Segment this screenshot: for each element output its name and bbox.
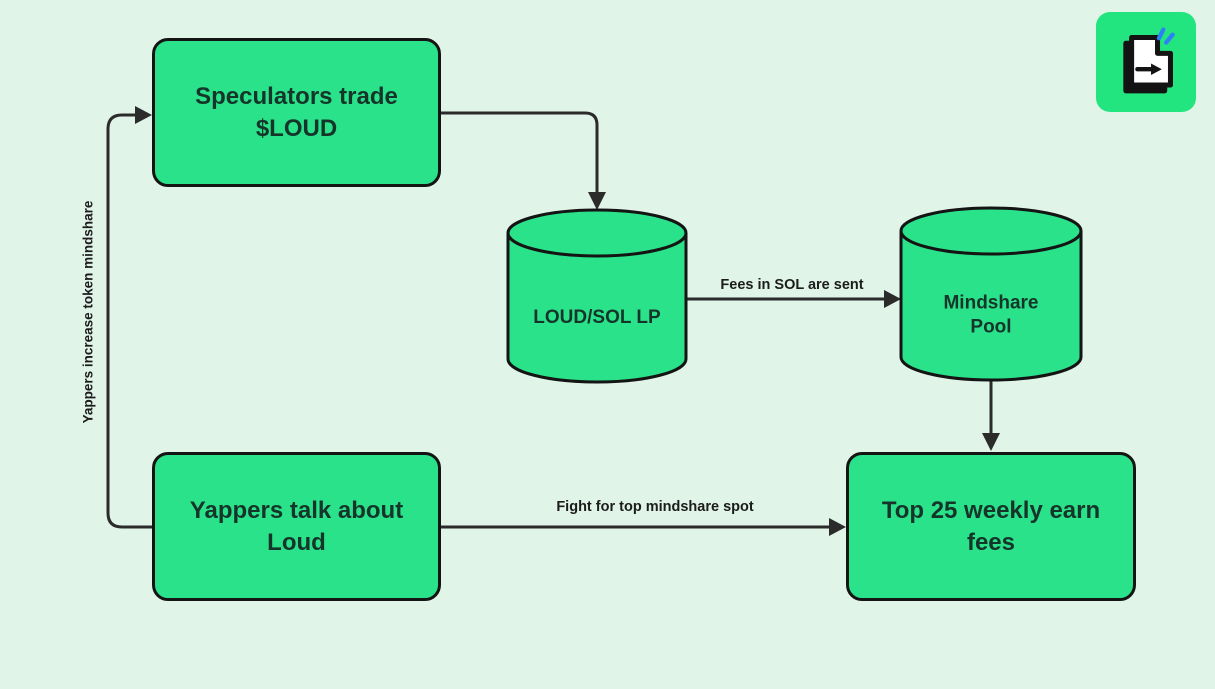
node-loud-sol-lp-label: LOUD/SOL LP <box>533 307 661 329</box>
node-yappers: Yappers talk about Loud <box>152 452 441 601</box>
edge-label-fees: Fees in SOL are sent <box>720 277 864 293</box>
edge-label-yappers-mindshare: Yappers increase token mindshare <box>80 200 96 424</box>
arrowhead-into-lp <box>588 192 606 210</box>
node-speculators-label: Speculators trade $LOUD <box>195 83 398 142</box>
loud-logo <box>1096 12 1196 112</box>
arrowhead-into-pool <box>884 290 901 308</box>
node-loud-sol-lp-cylinder <box>506 208 688 384</box>
node-yappers-label: Yappers talk about Loud <box>189 497 404 556</box>
edge-yappers-to-speculators <box>106 113 152 529</box>
edge-label-fight: Fight for top mindshare spot <box>556 499 754 515</box>
arrowhead-into-speculators <box>135 106 152 124</box>
node-speculators: Speculators trade $LOUD <box>152 38 441 187</box>
node-top25-label: Top 25 weekly earn fees <box>881 497 1101 556</box>
node-mindshare-pool-label: Mindshare Pool <box>943 292 1039 337</box>
edge-speculators-to-lp <box>441 111 599 193</box>
enter-key-arrow-icon <box>1123 27 1175 94</box>
arrowhead-into-top25-left <box>829 518 846 536</box>
node-top25: Top 25 weekly earn fees <box>846 452 1136 601</box>
arrowhead-into-top25-top <box>982 433 1000 451</box>
